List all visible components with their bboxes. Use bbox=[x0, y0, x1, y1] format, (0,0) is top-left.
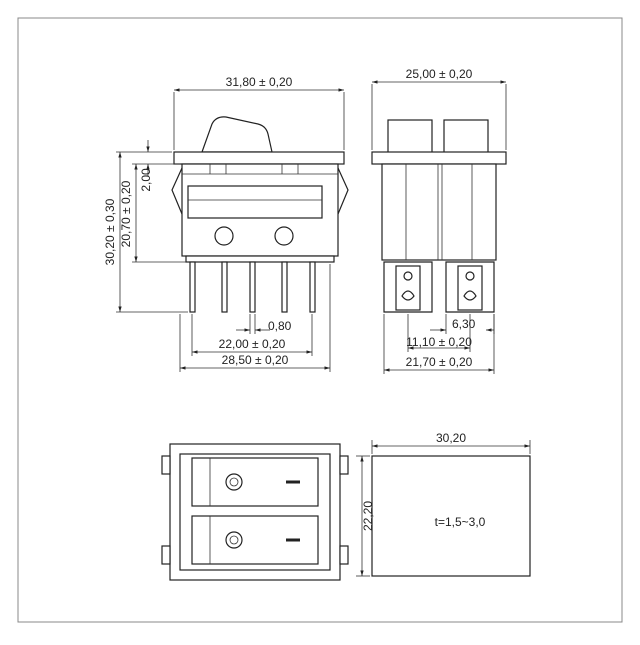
right-clip bbox=[337, 167, 349, 215]
front-view bbox=[171, 116, 349, 313]
pin-4 bbox=[281, 261, 288, 313]
on-symbol-2 bbox=[225, 531, 243, 549]
sheet-border bbox=[17, 17, 623, 623]
left-clip bbox=[171, 167, 183, 215]
side-body bbox=[381, 163, 497, 261]
flange-label: 2,00 bbox=[139, 168, 153, 192]
on-symbol-1 bbox=[225, 473, 243, 491]
side-dimensions: 25,00 ± 0,20 6,30 11,10 ± 0,20 21,70 ± 0… bbox=[371, 67, 507, 374]
pin-spacing-label: 22,00 ± 0,20 bbox=[219, 337, 286, 351]
total-height-label: 30,20 ± 0,30 bbox=[103, 198, 117, 265]
panel-cutout: 30,20 22,20 t=1,5~3,0 bbox=[356, 431, 531, 577]
pin-2 bbox=[221, 261, 228, 313]
terminal-spacing-label: 11,10 ± 0,20 bbox=[406, 335, 472, 349]
rocker-side-right bbox=[443, 119, 489, 155]
side-flange bbox=[371, 151, 507, 165]
lamp-window bbox=[187, 185, 323, 219]
cutout-rect bbox=[371, 455, 531, 577]
terminal-width-label: 6,30 bbox=[452, 317, 476, 331]
front-base bbox=[185, 255, 335, 263]
front-flange bbox=[173, 151, 345, 165]
rocker-side-left bbox=[387, 119, 433, 155]
cutout-width-label: 30,20 bbox=[436, 431, 466, 445]
pin-3 bbox=[249, 261, 256, 313]
terminal-right bbox=[445, 261, 495, 313]
pin-1 bbox=[189, 261, 196, 313]
mount-hole-left bbox=[214, 226, 234, 246]
side-width-label: 25,00 ± 0,20 bbox=[406, 67, 473, 81]
rocker-actuator bbox=[201, 116, 273, 153]
mount-hole-right bbox=[274, 226, 294, 246]
cutout-height-label: 22,20 bbox=[361, 501, 375, 531]
base-width-label: 28,50 ± 0,20 bbox=[222, 353, 289, 367]
front-width-label: 31,80 ± 0,20 bbox=[226, 75, 293, 89]
side-view bbox=[371, 119, 507, 313]
pin-5 bbox=[309, 261, 316, 313]
thickness-label: t=1,5~3,0 bbox=[435, 515, 486, 529]
side-base-width-label: 21,70 ± 0,20 bbox=[406, 355, 473, 369]
terminal-left bbox=[383, 261, 433, 313]
front-body bbox=[181, 163, 339, 257]
top-view bbox=[161, 443, 349, 581]
front-dimensions: 31,80 ± 0,20 30,20 ± 0,30 20,70 ± 0,20 2… bbox=[103, 75, 345, 372]
pin-width-label: 0,80 bbox=[268, 319, 292, 333]
body-height-label: 20,70 ± 0,20 bbox=[119, 180, 133, 247]
